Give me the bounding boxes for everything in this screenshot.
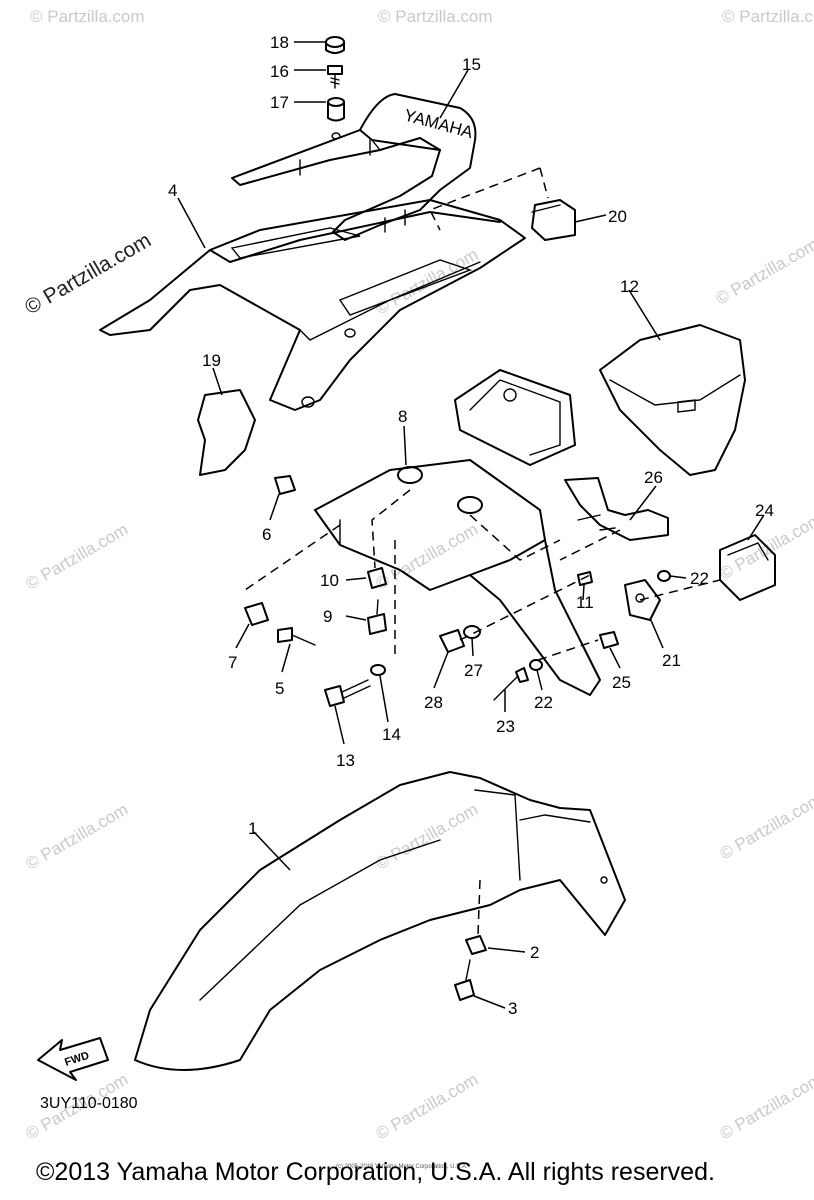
label-26: 26 (644, 468, 663, 487)
label-12: 12 (620, 277, 639, 296)
label-19: 19 (202, 351, 221, 370)
part-19-pad (197, 389, 256, 476)
diagram-code: 3UY110-0180 (40, 1095, 138, 1112)
part-26-plate-bracket (564, 477, 669, 541)
part-2-nut (465, 935, 487, 955)
part-20-foam (531, 199, 576, 241)
fwd-arrow-icon: FWD (37, 1037, 109, 1081)
part-28-nut (439, 629, 465, 653)
part-25-nut (599, 631, 619, 649)
label-14: 14 (382, 725, 401, 744)
watermark: © Partzilla.com (30, 7, 145, 26)
watermark: © Partzilla.com (373, 800, 482, 874)
watermark: © Partzilla.com (722, 7, 814, 26)
part-labels: 18 16 17 15 4 20 12 19 8 26 24 6 10 11 2… (168, 33, 774, 1018)
label-5: 5 (275, 679, 284, 698)
label-8: 8 (398, 407, 407, 426)
part-12-tail-cover (599, 324, 746, 476)
part-16-bolt (327, 65, 343, 89)
part-8-fender-bracket (314, 459, 601, 696)
watermark: © Partzilla.com (21, 229, 155, 320)
label-6: 6 (262, 525, 271, 544)
watermark: © Partzilla.com (717, 790, 814, 864)
part-13-bolt (324, 679, 371, 707)
label-2: 2 (530, 943, 539, 962)
part-14-washer (370, 664, 386, 676)
watermark: © Partzilla.com (373, 245, 482, 319)
label-20: 20 (608, 207, 627, 226)
label-11: 11 (576, 593, 594, 612)
label-17: 17 (270, 93, 289, 112)
watermark: © Partzilla.com (378, 7, 493, 26)
label-18: 18 (270, 33, 289, 52)
fine-print: (c) 2005-2016 Yamaha Motor Corporation, … (336, 1164, 468, 1170)
label-22b: 22 (534, 693, 553, 712)
label-10: 10 (320, 571, 339, 590)
part-18-cap (325, 36, 345, 54)
assembly-lines (244, 167, 721, 936)
part-23-screw (493, 667, 529, 701)
label-13: 13 (336, 751, 355, 770)
leader-lines (177, 41, 765, 1009)
label-25: 25 (612, 673, 631, 692)
part-21-bracket (624, 579, 661, 621)
watermark: © Partzilla.com (23, 520, 132, 594)
watermark: © Partzilla.com (713, 235, 814, 309)
part-10-collar (367, 567, 387, 589)
part-15-grab-rack: YAMAHA (231, 93, 477, 241)
copyright-text: ©2013 Yamaha Motor Corporation, U.S.A. A… (36, 1158, 715, 1186)
part-3-bolt (454, 959, 475, 1001)
label-21: 21 (662, 651, 681, 670)
label-3: 3 (508, 999, 517, 1018)
label-9: 9 (323, 607, 332, 626)
light-bracket (454, 369, 576, 466)
part-1-rear-fender (134, 771, 626, 1071)
watermark: © Partzilla.com (373, 1070, 482, 1144)
label-16: 16 (270, 62, 289, 81)
label-24: 24 (755, 501, 774, 520)
part-4-rear-cowl (99, 199, 526, 411)
watermark: © Partzilla.com (717, 1070, 814, 1144)
part-5-screw (277, 627, 316, 646)
part-9-bolt (367, 599, 387, 635)
label-1: 1 (248, 819, 257, 838)
part-7-grommet (244, 602, 269, 626)
label-7: 7 (228, 653, 237, 672)
part-17-collar (327, 97, 345, 122)
label-28: 28 (424, 693, 443, 712)
watermark: © Partzilla.com (23, 800, 132, 874)
part-6-grommet (274, 475, 296, 495)
watermark: © Partzilla.com (373, 520, 482, 594)
label-27: 27 (464, 661, 483, 680)
label-23: 23 (496, 717, 515, 736)
label-22: 22 (690, 569, 709, 588)
label-15: 15 (462, 55, 481, 74)
label-4: 4 (168, 181, 177, 200)
part-11-rivet (577, 571, 593, 586)
